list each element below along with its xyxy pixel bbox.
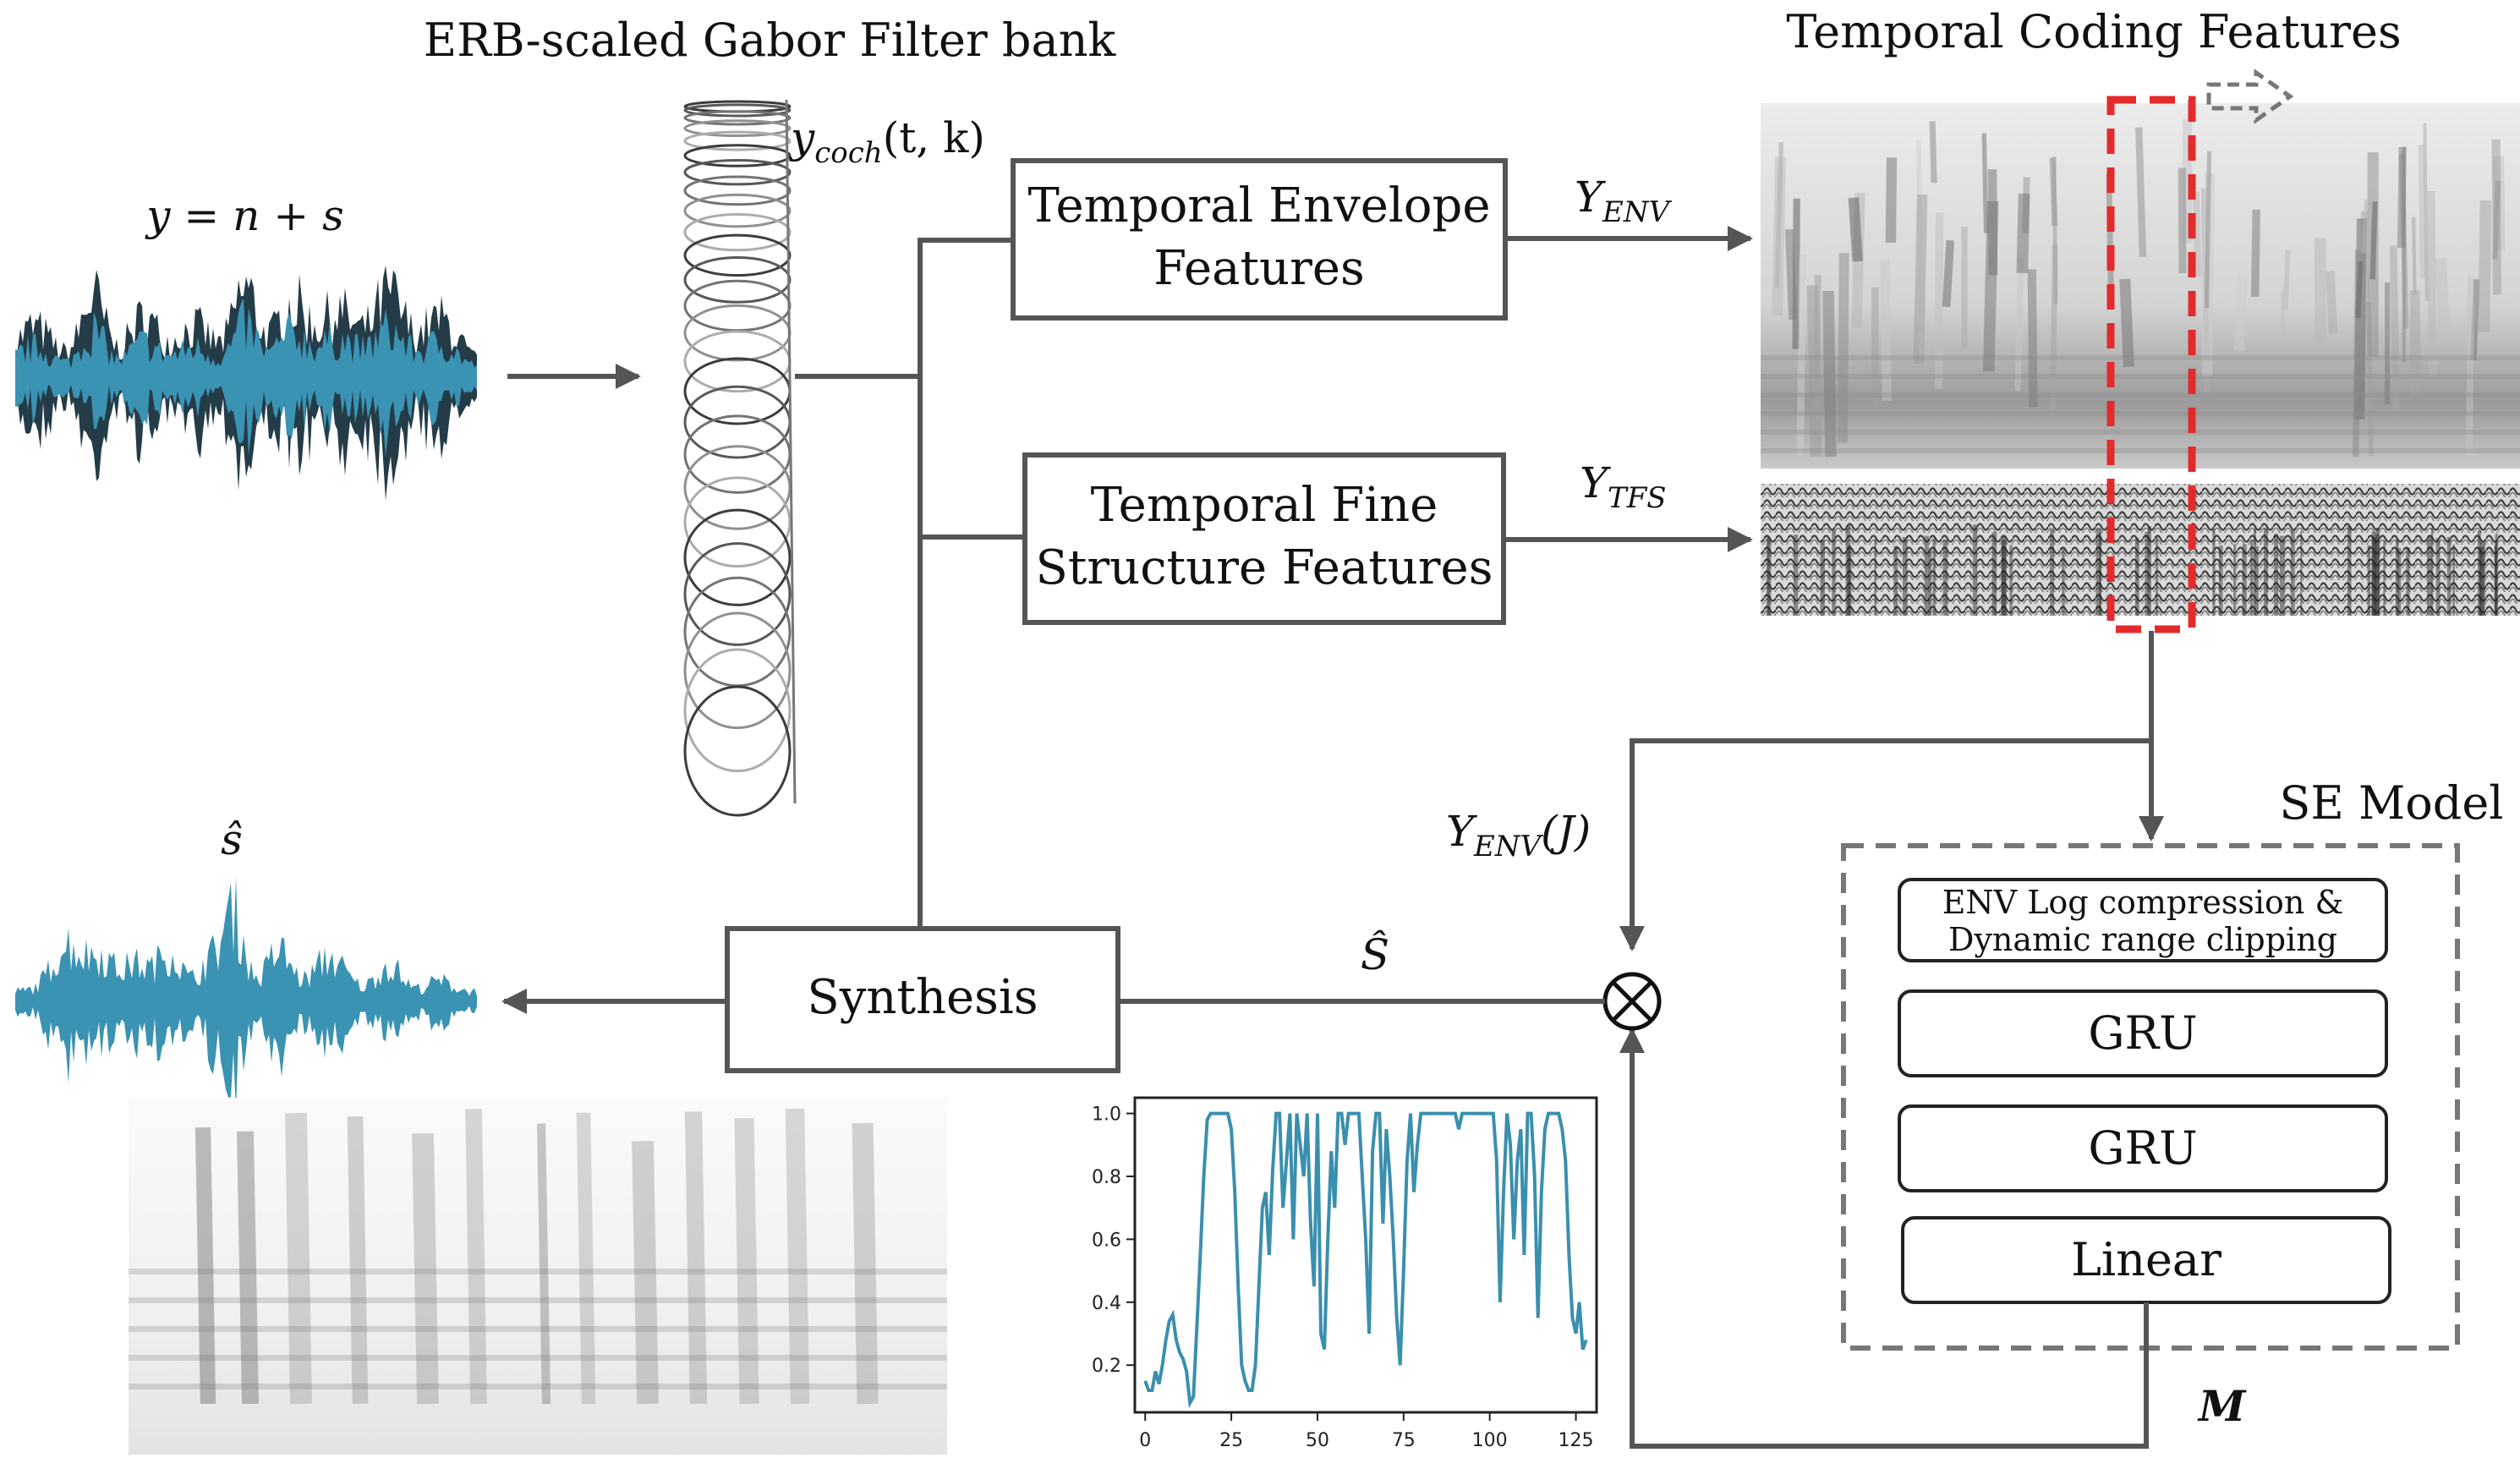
svg-text:GRU: GRU [2088,1121,2197,1175]
se-layer-gru-1: GRU [1898,989,2388,1077]
mask-line-chart: 0 25 50 75 100 125 0.2 0.4 0.6 0.8 1.0 [1092,1096,1598,1451]
se-model-container [1841,843,2460,1351]
s-hat-estimate-label: Ŝ [1361,929,1389,979]
enhanced-spectrogram [129,1098,947,1455]
mask-series-line [1143,1111,1588,1409]
tfs-line1: Temporal Fine [1091,478,1438,533]
temporal-fine-structure-box: Temporal Fine Structure Features [1022,452,1506,625]
se-layer-gru-2: GRU [1898,1104,2388,1192]
enhanced-waveform [15,876,477,1112]
y-env-j-label: YENV(J) [1446,807,1591,863]
ycoch-label: ycoch(t, k) [789,113,985,170]
se-layer-compression: ENV Log compression & Dynamic range clip… [1898,878,2388,962]
s-hat-output-label: ŝ [221,815,243,864]
x-tick-label: 100 [1472,1430,1508,1451]
input-waveform [15,265,477,501]
gabor-filterbank-icon [683,99,797,817]
envelope-spectrogram [1761,103,2520,469]
tfs-spectrogram [1761,484,2520,616]
x-tick-label: 50 [1306,1430,1329,1451]
se-model-title: SE Model [2279,776,2503,830]
envelope-spectrogram-texture [1761,118,2520,458]
multiply-node [1602,972,1662,1031]
noisy-wave-light [15,298,477,458]
temporal-features-title: Temporal Coding Features [1786,5,2401,58]
mask-feedback-lines [1619,1028,2149,1449]
tfs-line2: Structure Features [1036,540,1493,595]
y-env-label: YENV [1575,173,1673,229]
se-layer-linear: Linear [1901,1216,2391,1304]
envelope-line1: Temporal Envelope [1027,178,1490,233]
y-tick-label: 1.0 [1092,1104,1121,1126]
feature-routing-lines [1619,631,2164,951]
y-tfs-label: YTFS [1580,458,1667,515]
temporal-envelope-box: Temporal Envelope Features [1011,158,1508,321]
tfs-spectrogram-texture [1766,524,2498,616]
svg-text:Linear: Linear [2071,1233,2221,1286]
svg-text:GRU: GRU [2088,1006,2197,1060]
synthesis-box: Synthesis [725,926,1120,1073]
svg-text:ENV Log compression &: ENV Log compression & [1942,884,2344,921]
x-tick-label: 125 [1559,1430,1594,1451]
y-tick-label: 0.2 [1092,1356,1121,1377]
frame-selection-highlight [2106,96,2196,633]
y-tick-label: 0.6 [1092,1230,1121,1251]
y-tick-label: 0.8 [1092,1167,1121,1188]
svg-text:Dynamic range clipping: Dynamic range clipping [1948,921,2337,958]
slide-arrow-icon [2206,69,2294,124]
x-tick-label: 75 [1392,1430,1416,1451]
envelope-line2: Features [1153,241,1365,296]
x-tick-label: 0 [1139,1430,1151,1451]
x-tick-label: 25 [1219,1430,1243,1451]
filterbank-title: ERB-scaled Gabor Filter bank [424,14,1117,67]
y-tick-label: 0.4 [1092,1293,1121,1314]
input-equation: y = n + s [145,191,343,240]
mask-label: M [2197,1381,2247,1431]
filterbank-branch-lines [795,238,1025,929]
svg-text:Synthesis: Synthesis [807,970,1038,1025]
enhanced-spectrogram-texture [129,1108,947,1405]
